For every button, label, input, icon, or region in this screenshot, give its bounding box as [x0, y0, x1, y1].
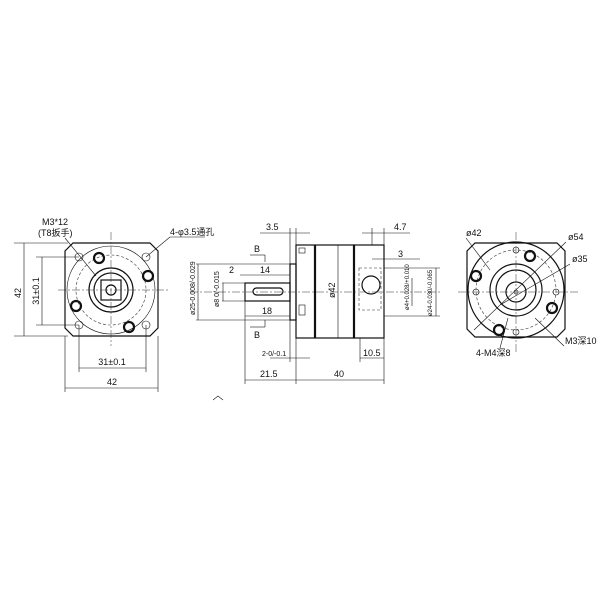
screw-head: [492, 323, 506, 337]
rear-view: ø42 ø54 ø35 4-M4深8 M3深10: [458, 228, 597, 358]
screw-head: [141, 269, 155, 283]
side-view: 3.5 4.7 3 B B 2 14 18 ø25-0.008/-0.029 ø…: [190, 222, 440, 384]
clamp-access-hole: [361, 275, 381, 295]
front-view: 42 31±0.1 31±0.1 42 M3*12 (T8扳手) 4-φ3.5通…: [13, 217, 214, 392]
motor-adapter: [353, 244, 385, 339]
callout-holes: 4-φ3.5通孔: [170, 227, 214, 237]
callout-screw: M3*12: [42, 217, 68, 227]
screw-head: [92, 251, 106, 265]
dim-4-7: 4.7: [394, 222, 407, 232]
screw-head: [69, 299, 83, 313]
rear-flange-outline: [466, 242, 566, 338]
dim-2: 2: [229, 265, 234, 275]
dim-3: 3: [398, 249, 403, 259]
dim-14: 14: [260, 265, 270, 275]
callout-rear-screw: M3深10: [565, 336, 597, 346]
dim-height: 42: [13, 288, 23, 298]
section-mark-top: B: [254, 244, 260, 254]
screw-head: [545, 301, 559, 315]
dim-hole-pitch-h: 31±0.1: [98, 357, 125, 367]
front-flange-outline: [64, 242, 159, 337]
dim-18: 18: [262, 306, 272, 316]
dim-40: 40: [334, 369, 344, 379]
callout-tapped: 4-M4深8: [476, 348, 511, 358]
screw-head: [122, 320, 136, 334]
dim-flange: 2-0/-0.1: [262, 351, 286, 358]
dim-rear-35: ø35: [572, 254, 588, 264]
hidden-bore: [358, 267, 382, 311]
gear-body: [295, 244, 355, 339]
dim-shaft: ø8 0/-0.015: [214, 271, 221, 307]
dim-body: ø42: [327, 282, 337, 298]
dim-rear-42: ø42: [466, 228, 482, 238]
dim-3-5: 3.5: [266, 222, 279, 232]
keyway: [252, 287, 284, 296]
dim-pilot: ø25-0.008/-0.029: [190, 261, 197, 315]
mounting-hole: [141, 252, 151, 262]
section-mark-bottom: B: [254, 330, 260, 340]
stray-mark: [212, 395, 224, 401]
dim-bore: ø4+0.028/+0.010: [405, 264, 411, 310]
dim-21-5: 21.5: [260, 369, 278, 379]
dim-bore-pilot: ø24-0.030/-0.065: [428, 269, 434, 316]
screw-head: [523, 249, 537, 263]
dim-10-5: 10.5: [363, 348, 381, 358]
dim-hole-pitch-v: 31±0.1: [31, 277, 41, 304]
dim-width: 42: [107, 377, 117, 387]
callout-wrench: (T8扳手): [38, 227, 73, 238]
dim-rear-54: ø54: [568, 232, 584, 242]
screw-head: [469, 269, 483, 283]
